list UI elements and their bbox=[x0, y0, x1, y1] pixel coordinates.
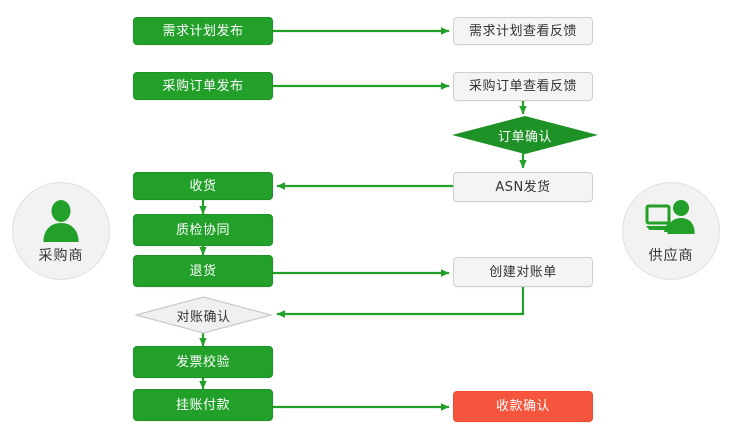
node-label: 发票校验 bbox=[175, 354, 230, 370]
node-label: ASN发货 bbox=[495, 179, 551, 195]
person-icon bbox=[35, 198, 87, 244]
actor-supplier-label: 供应商 bbox=[648, 247, 694, 264]
node-order-confirm[interactable]: 订单确认 bbox=[452, 116, 598, 154]
node-demand-plan-feedback[interactable]: 需求计划查看反馈 bbox=[453, 17, 593, 45]
node-label: 采购订单查看反馈 bbox=[468, 79, 577, 94]
person-at-computer-icon bbox=[645, 198, 697, 244]
node-label: 采购订单发布 bbox=[162, 78, 244, 94]
node-asn-shipment[interactable]: ASN发货 bbox=[453, 172, 593, 202]
node-purchase-order-publish[interactable]: 采购订单发布 bbox=[133, 72, 273, 100]
node-label: 需求计划查看反馈 bbox=[468, 23, 577, 39]
actor-buyer-label: 采购商 bbox=[38, 247, 84, 264]
node-label: 挂账付款 bbox=[175, 397, 230, 413]
node-label: 对账确认 bbox=[176, 309, 231, 325]
node-label: 创建对账单 bbox=[489, 264, 557, 280]
node-label: 收货 bbox=[189, 178, 217, 194]
node-label: 退货 bbox=[189, 263, 217, 279]
node-demand-plan-publish[interactable]: 需求计划发布 bbox=[133, 17, 273, 45]
node-reconcile-confirm[interactable]: 对账确认 bbox=[133, 296, 274, 334]
node-purchase-order-feedback[interactable]: 采购订单查看反馈 bbox=[453, 72, 593, 101]
node-create-statement[interactable]: 创建对账单 bbox=[453, 257, 593, 287]
node-label: 需求计划发布 bbox=[162, 23, 244, 39]
diamond-shape bbox=[452, 116, 598, 154]
node-payable-payment[interactable]: 挂账付款 bbox=[133, 389, 273, 421]
node-receive-goods[interactable]: 收货 bbox=[133, 172, 273, 200]
node-label: 订单确认 bbox=[497, 129, 552, 145]
node-invoice-verify[interactable]: 发票校验 bbox=[133, 346, 273, 378]
node-label: 质检协同 bbox=[175, 222, 230, 238]
node-payment-receipt-confirm[interactable]: 收款确认 bbox=[453, 391, 593, 422]
actor-buyer: 采购商 bbox=[12, 182, 110, 280]
diamond-shape bbox=[133, 296, 274, 334]
node-return-goods[interactable]: 退货 bbox=[133, 255, 273, 287]
node-quality-inspection[interactable]: 质检协同 bbox=[133, 214, 273, 246]
node-label: 收款确认 bbox=[495, 399, 550, 414]
edge-create-statement-to-reconcile bbox=[276, 287, 525, 318]
actor-supplier: 供应商 bbox=[622, 182, 720, 280]
